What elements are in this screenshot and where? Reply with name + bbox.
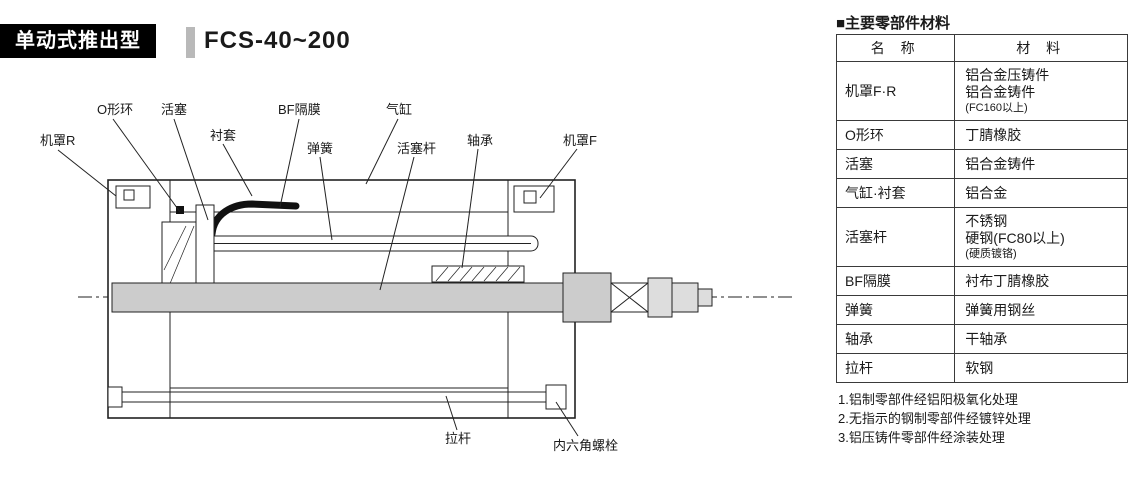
table-row: 活塞杆 不锈钢 硬钢(FC80以上) (硬质镀铬) (835, 207, 1128, 267)
part-name-cell: 拉杆 (835, 353, 956, 383)
col-header-material: 材 料 (954, 34, 1128, 62)
part-name-cell: 活塞 (835, 149, 956, 179)
part-name-cell: 弹簧 (835, 295, 956, 325)
part-name-cell: 轴承 (835, 324, 956, 354)
label-hex-bolt: 内六角螺栓 (553, 438, 619, 453)
label-spring: 弹簧 (307, 141, 334, 156)
material-cell: 丁腈橡胶 (954, 120, 1128, 150)
part-name-cell: O形环 (835, 120, 956, 150)
piston-rod-part (111, 282, 564, 313)
table-footnotes: 1.铝制零部件经铝阳极氧化处理 2.无指示的钢制零部件经镀锌处理 3.铝压铸件零… (838, 390, 1031, 447)
part-name-cell: 活塞杆 (835, 207, 956, 267)
label-bf-diaphragm: BF隔膜 (278, 102, 321, 117)
col-header-name: 名 称 (835, 34, 956, 62)
label-bearing: 轴承 (467, 133, 494, 148)
label-cylinder: 气缸 (386, 102, 413, 117)
label-tie-rod: 拉杆 (445, 431, 472, 446)
material-cell: 铝合金 (954, 178, 1128, 208)
material-cell: 不锈钢 硬钢(FC80以上) (硬质镀铬) (954, 207, 1128, 267)
table-row: 活塞 铝合金铸件 (835, 149, 1128, 179)
part-name-cell: 机罩F·R (835, 61, 956, 121)
cylinder-cross-section-diagram (57, 118, 792, 437)
footnote: 2.无指示的钢制零部件经镀锌处理 (838, 411, 1031, 426)
material-cell: 干轴承 (954, 324, 1128, 354)
label-o-ring: O形环 (97, 102, 134, 117)
material-cell: 弹簧用钢丝 (954, 295, 1128, 325)
label-bushing: 衬套 (210, 128, 237, 143)
materials-table-title: ■主要零部件材料 (836, 15, 951, 32)
label-piston-rod: 活塞杆 (397, 141, 437, 156)
material-cell: 软钢 (954, 353, 1128, 383)
table-row: 弹簧 弹簧用钢丝 (835, 295, 1128, 325)
part-name-cell: 气缸·衬套 (835, 178, 956, 208)
type-badge: 单动式推出型 (0, 24, 156, 58)
materials-table: 名 称 材 料 机罩F·R 铝合金压铸件 铝合金铸件 (FC160以上) O形环… (835, 34, 1128, 383)
leader-lines (57, 118, 579, 437)
footnote: 1.铝制零部件经铝阳极氧化处理 (838, 392, 1018, 407)
badge-shadow (186, 27, 195, 58)
table-row: 机罩F·R 铝合金压铸件 铝合金铸件 (FC160以上) (835, 61, 1128, 121)
label-piston: 活塞 (161, 102, 188, 117)
label-cover-r: 机罩R (40, 133, 76, 148)
part-name-cell: BF隔膜 (835, 266, 956, 296)
table-row: 拉杆 软钢 (835, 353, 1128, 383)
footnote: 3.铝压铸件零部件经涂装处理 (838, 430, 1005, 445)
table-row: O形环 丁腈橡胶 (835, 120, 1128, 150)
table-row: 轴承 干轴承 (835, 324, 1128, 354)
material-cell: 铝合金压铸件 铝合金铸件 (FC160以上) (954, 61, 1128, 121)
label-cover-f: 机罩F (563, 133, 597, 148)
table-header-row: 名 称 材 料 (835, 34, 1128, 62)
material-cell: 铝合金铸件 (954, 149, 1128, 179)
table-row: BF隔膜 衬布丁腈橡胶 (835, 266, 1128, 296)
hex-bolt-part (545, 384, 567, 410)
tie-rod-nut-left (107, 386, 123, 408)
table-row: 气缸·衬套 铝合金 (835, 178, 1128, 208)
model-title: FCS-40~200 (204, 27, 351, 54)
material-cell: 衬布丁腈橡胶 (954, 266, 1128, 296)
